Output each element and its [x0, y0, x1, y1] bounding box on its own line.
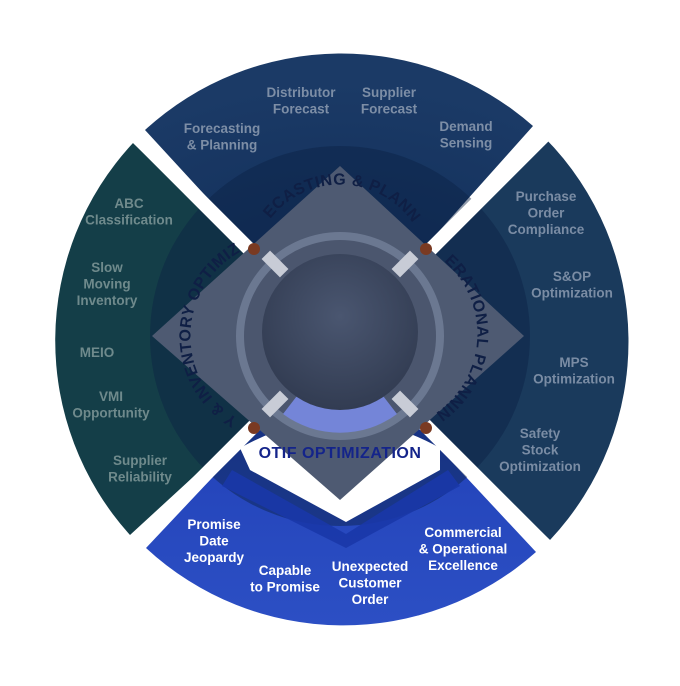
hub-connector-bl — [261, 390, 289, 418]
accent-dot-tr — [420, 243, 432, 255]
accent-dot-br — [420, 422, 432, 434]
left-label-3: MEIO — [80, 345, 115, 360]
otif-chevron — [222, 470, 460, 548]
hub-center — [262, 254, 418, 410]
accent-dot-tl — [248, 243, 260, 255]
hub-connector-tr — [391, 250, 419, 278]
top-label-1: Forecasting& Planning — [184, 121, 261, 153]
hub-connector-tl — [261, 250, 289, 278]
hub-connector-br — [391, 390, 419, 418]
accent-dot-bl — [248, 422, 260, 434]
title-otif: OTIF OPTIMIZATION — [259, 445, 422, 462]
